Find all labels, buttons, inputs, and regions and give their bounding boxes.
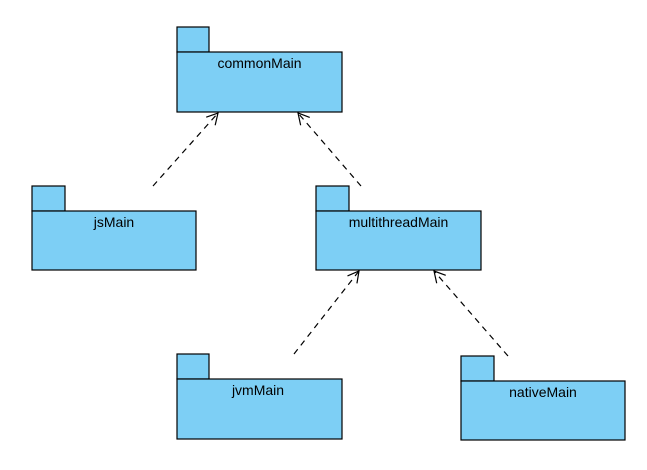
package-tab: [176, 353, 210, 380]
package-label: nativeMain: [509, 384, 577, 400]
package-tab: [176, 26, 210, 53]
package-body: [31, 210, 197, 271]
dependency-jsmain-to-commonmain: [152, 112, 219, 187]
package-multithreadmain[interactable]: multithreadMain: [315, 185, 482, 271]
package-jsmain[interactable]: jsMain: [31, 185, 197, 271]
package-tab: [460, 355, 495, 382]
package-label: commonMain: [217, 55, 301, 71]
package-commonmain[interactable]: commonMain: [176, 26, 343, 113]
dependency-nativemain-to-multithreadmain: [433, 270, 509, 357]
package-label: jsMain: [93, 214, 134, 230]
package-nativemain[interactable]: nativeMain: [460, 355, 626, 441]
package-jvmmain[interactable]: jvmMain: [176, 353, 343, 440]
package-label: jvmMain: [231, 382, 284, 398]
package-body: [176, 378, 343, 440]
package-body: [315, 210, 482, 271]
package-label: multithreadMain: [349, 214, 449, 230]
package-tab: [31, 185, 66, 212]
package-body: [176, 51, 343, 113]
dependency-multithreadmain-to-commonmain: [297, 112, 362, 187]
package-tab: [315, 185, 350, 212]
package-body: [460, 380, 626, 441]
dependency-jvmmain-to-multithreadmain: [293, 270, 360, 355]
